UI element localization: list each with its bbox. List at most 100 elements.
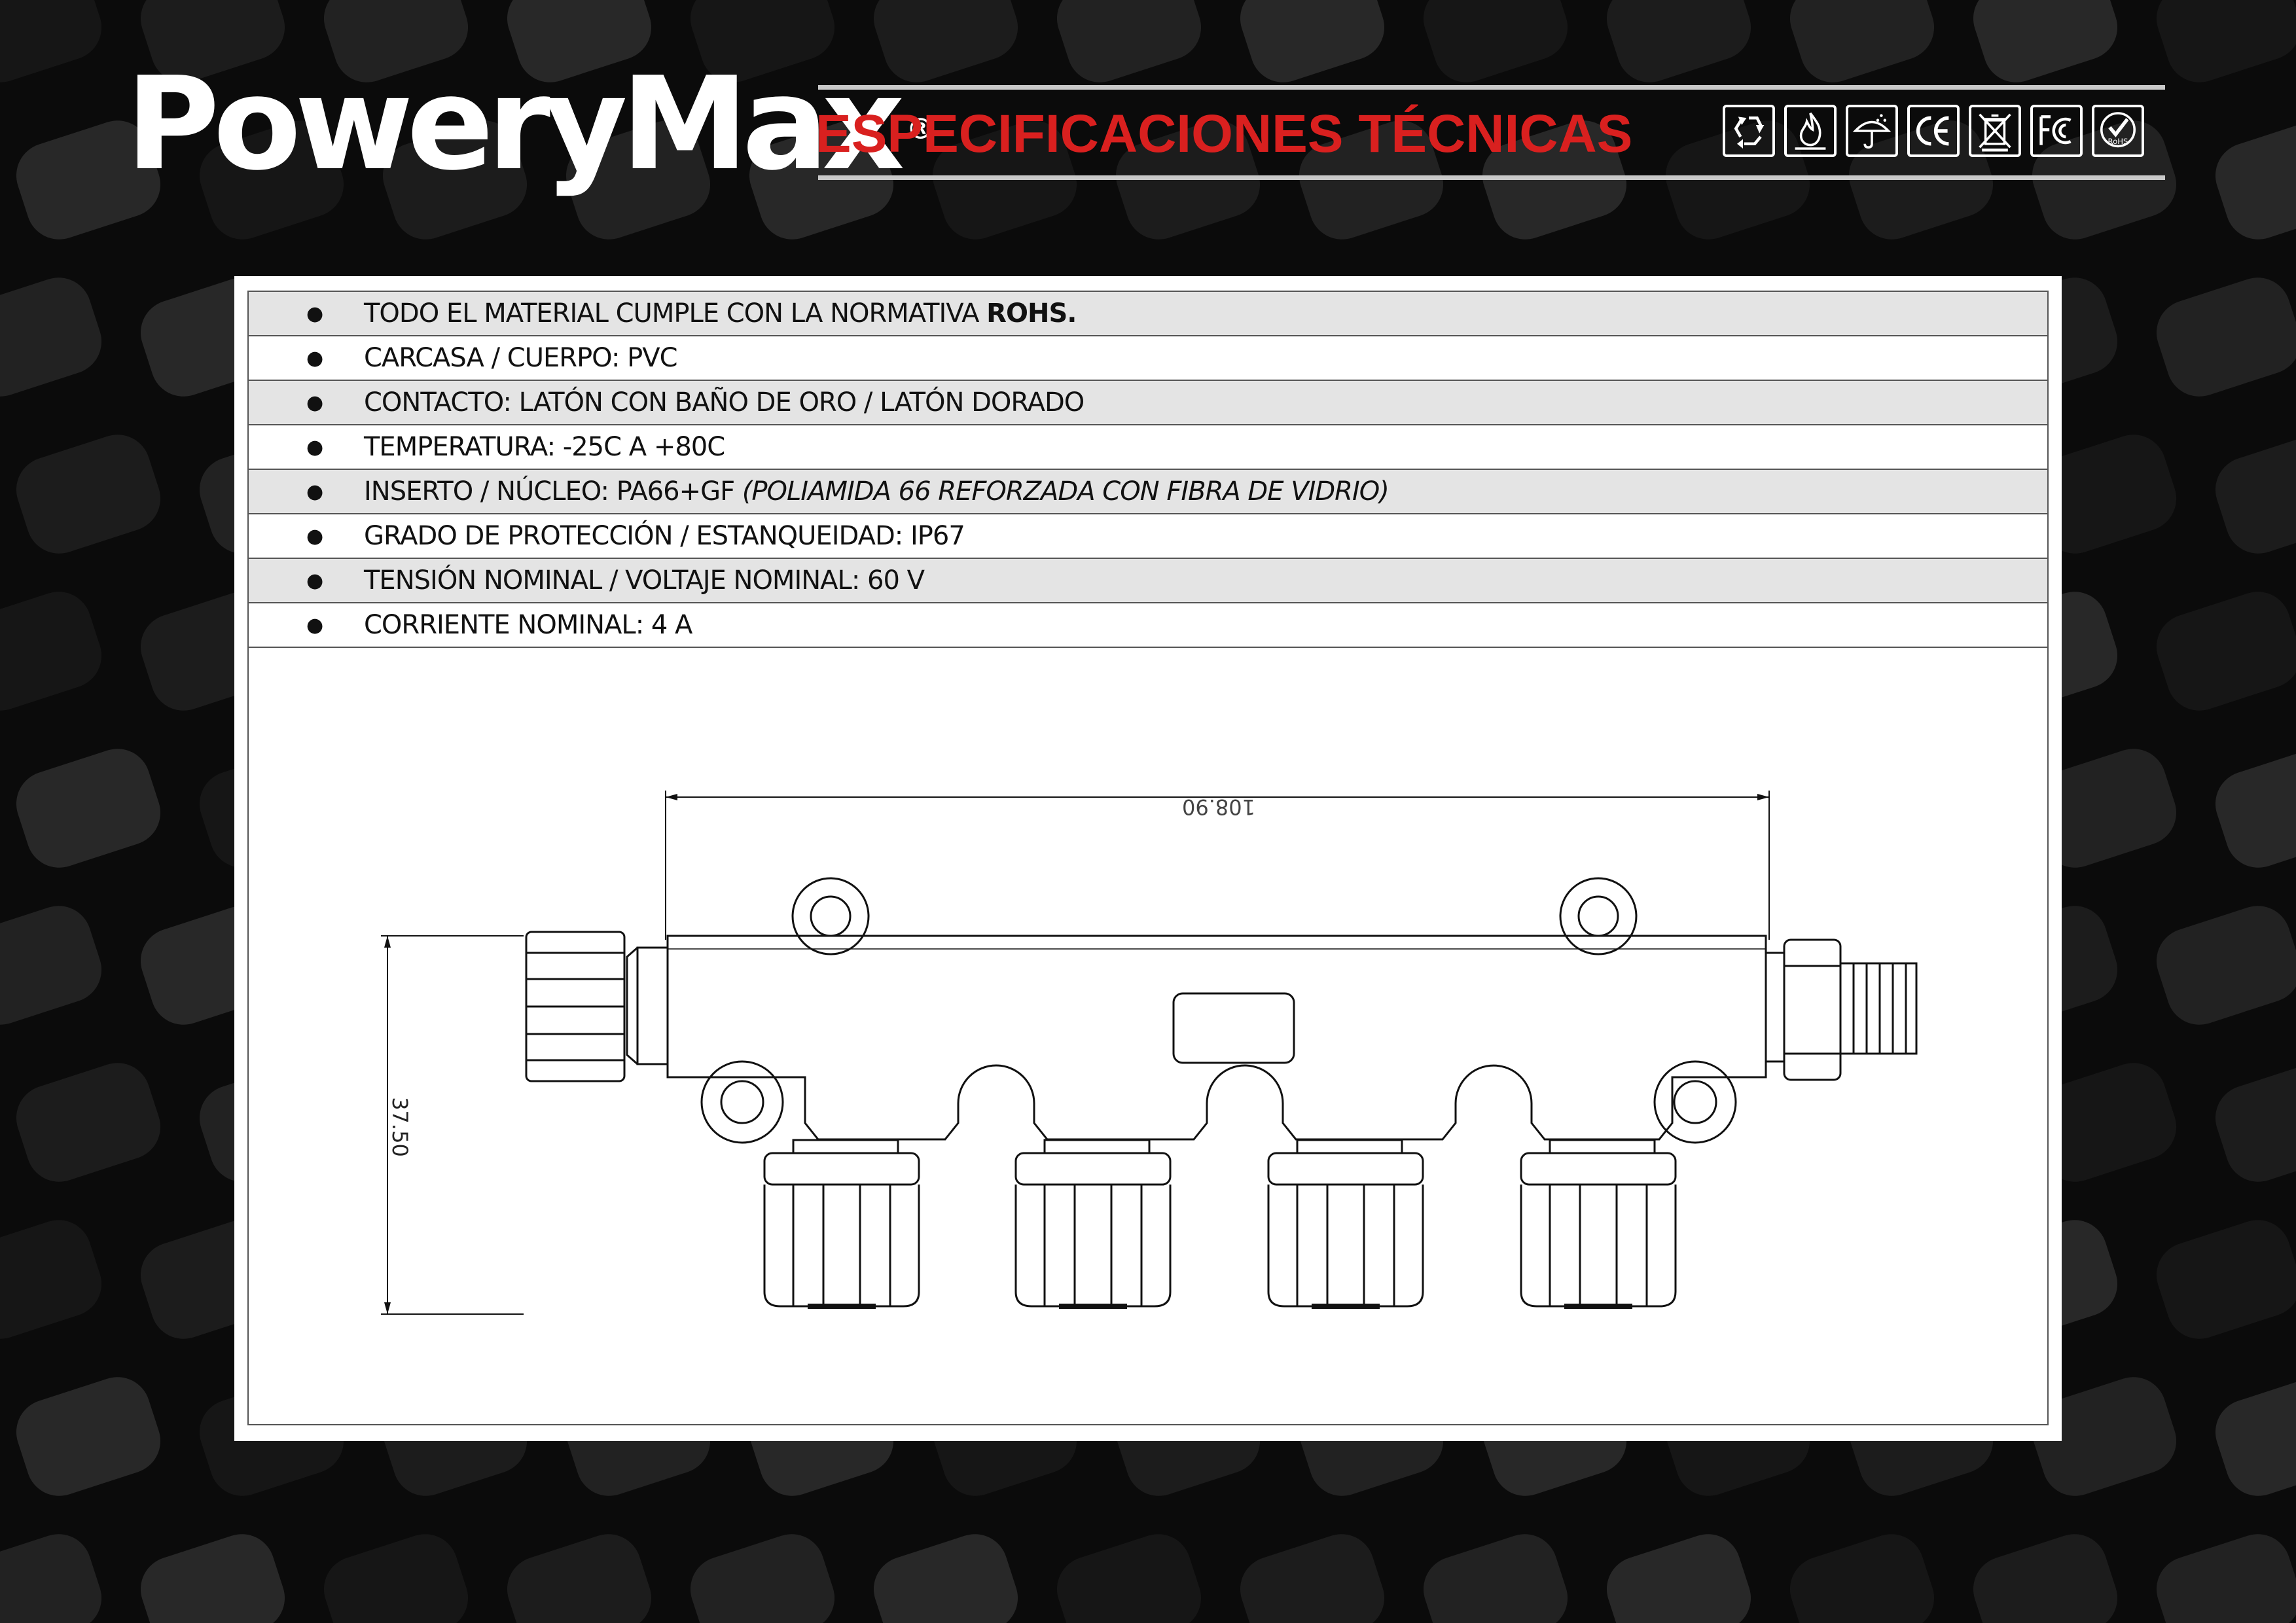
bottom-connector-nut-2 bbox=[1014, 1139, 1172, 1309]
brand-logo: PoweryMax® bbox=[126, 46, 935, 203]
spec-text: TENSIÓN NOMINAL / VOLTAJE NOMINAL: 60 V bbox=[364, 565, 925, 596]
background-tile bbox=[16, 749, 161, 868]
bullet-icon: ● bbox=[306, 435, 324, 459]
bottom-connector-nut-4 bbox=[1520, 1139, 1677, 1309]
mounting-holes bbox=[700, 877, 1737, 1144]
background-tile bbox=[2032, 435, 2177, 554]
height-dimension-label: 37.50 bbox=[387, 1097, 412, 1157]
background-tile bbox=[199, 120, 344, 240]
bullet-icon: ● bbox=[306, 524, 324, 548]
background-tile bbox=[16, 1377, 161, 1496]
background-tile bbox=[690, 1534, 835, 1623]
background-tile bbox=[873, 0, 1018, 82]
bullet-icon: ● bbox=[306, 302, 324, 325]
background-tile bbox=[2156, 0, 2296, 82]
registered-mark: ® bbox=[906, 113, 935, 146]
background-tile bbox=[1115, 120, 1261, 240]
background-tile bbox=[873, 1534, 1018, 1623]
background-tile bbox=[1056, 0, 1202, 82]
width-dimension-label: 108.90 bbox=[1182, 794, 1255, 819]
weee-bin-icon bbox=[1969, 105, 2021, 157]
background-tile bbox=[690, 0, 835, 82]
rohs-check-icon: RoHS bbox=[2092, 105, 2144, 157]
flammability-icon bbox=[1784, 105, 1837, 157]
background-tile bbox=[0, 592, 102, 711]
water-umbrella-icon bbox=[1846, 105, 1898, 157]
fc-mark-icon bbox=[2030, 105, 2083, 157]
spec-text: CARCASA / CUERPO: PVC bbox=[364, 343, 678, 373]
background-tile bbox=[932, 120, 1077, 240]
background-tile bbox=[2156, 906, 2296, 1025]
technical-drawing: 108.90 37.50 bbox=[381, 791, 1918, 1315]
spec-row: ● INSERTO / NÚCLEO: PA66+GF (POLIAMIDA 66… bbox=[249, 470, 2047, 514]
background-tile bbox=[0, 1534, 102, 1623]
spec-row: ● TENSIÓN NOMINAL / VOLTAJE NOMINAL: 60 V bbox=[249, 559, 2047, 603]
background-tile bbox=[1789, 1534, 1935, 1623]
page-title: ESPECIFICACIONES TÉCNICAS bbox=[816, 104, 1633, 164]
background-tile bbox=[2032, 120, 2177, 240]
background-tile bbox=[2215, 435, 2296, 554]
background-tile bbox=[2215, 120, 2296, 240]
background-tile bbox=[1240, 1534, 1385, 1623]
height-dimension: 37.50 bbox=[381, 935, 524, 1315]
background-tile bbox=[323, 0, 469, 82]
background-tile bbox=[2215, 1063, 2296, 1182]
background-tile bbox=[1240, 0, 1385, 82]
spec-row: ● CARCASA / CUERPO: PVC bbox=[249, 336, 2047, 381]
header-rule-bottom bbox=[818, 175, 2165, 180]
left-connector-nut bbox=[525, 931, 669, 1082]
spec-card: ● TODO EL MATERIAL CUMPLE CON LA NORMATIV… bbox=[234, 276, 2062, 1441]
background-tile bbox=[1606, 1534, 1751, 1623]
background-tile bbox=[1056, 1534, 1202, 1623]
background-tile bbox=[1606, 0, 1751, 82]
spec-text: TODO EL MATERIAL CUMPLE CON LA NORMATIVA… bbox=[364, 298, 1077, 329]
background-tile bbox=[0, 277, 102, 397]
background-tile bbox=[507, 1534, 652, 1623]
background-tile bbox=[2156, 277, 2296, 397]
width-dimension: 108.90 bbox=[665, 791, 1770, 940]
bullet-icon: ● bbox=[306, 391, 324, 414]
bullet-icon: ● bbox=[306, 346, 324, 370]
background-tile bbox=[1423, 1534, 1568, 1623]
spec-row: ● GRADO DE PROTECCIÓN / ESTANQUEIDAD: IP6… bbox=[249, 514, 2047, 559]
spec-row: ● CORRIENTE NOMINAL: 4 A bbox=[249, 603, 2047, 648]
spec-text: GRADO DE PROTECCIÓN / ESTANQUEIDAD: IP67 bbox=[364, 521, 965, 551]
recycle-icon bbox=[1723, 105, 1775, 157]
spec-text: TEMPERATURA: -25C A +80C bbox=[364, 432, 725, 462]
background-tile bbox=[507, 0, 652, 82]
bullet-icon: ● bbox=[306, 613, 324, 637]
background-tile bbox=[0, 906, 102, 1025]
right-connector-thread bbox=[1765, 938, 1918, 1081]
header-rule-top bbox=[818, 85, 2165, 90]
background-tile bbox=[16, 435, 161, 554]
background-tile bbox=[2156, 592, 2296, 711]
background-tile bbox=[1299, 120, 1444, 240]
background-tile bbox=[140, 1534, 285, 1623]
background-tile bbox=[1789, 0, 1935, 82]
spec-row: ● TODO EL MATERIAL CUMPLE CON LA NORMATIV… bbox=[249, 292, 2047, 336]
background-tile bbox=[2032, 1063, 2177, 1182]
background-tile bbox=[2215, 749, 2296, 868]
background-tile bbox=[0, 1220, 102, 1339]
background-tile bbox=[16, 1063, 161, 1182]
background-tile bbox=[323, 1534, 469, 1623]
background-tile bbox=[140, 0, 285, 82]
connector-body bbox=[666, 935, 1767, 1141]
background-tile bbox=[2215, 1377, 2296, 1496]
background-tile bbox=[2032, 1377, 2177, 1496]
background-tile bbox=[565, 120, 711, 240]
background-tile bbox=[382, 120, 528, 240]
bottom-connector-nut-1 bbox=[763, 1139, 920, 1309]
bullet-icon: ● bbox=[306, 569, 324, 592]
background-tile bbox=[1973, 1534, 2118, 1623]
background-tile bbox=[2032, 749, 2177, 868]
background-tile bbox=[0, 0, 102, 82]
bottom-connector-nut-3 bbox=[1267, 1139, 1424, 1309]
background-tile bbox=[1973, 0, 2118, 82]
bullet-icon: ● bbox=[306, 480, 324, 503]
spec-text: INSERTO / NÚCLEO: PA66+GF (POLIAMIDA 66 … bbox=[364, 476, 1390, 507]
background-tile bbox=[2156, 1220, 2296, 1339]
spec-table: ● TODO EL MATERIAL CUMPLE CON LA NORMATIV… bbox=[247, 291, 2049, 1425]
background-tile bbox=[2156, 1534, 2296, 1623]
spec-text: CORRIENTE NOMINAL: 4 A bbox=[364, 610, 692, 640]
